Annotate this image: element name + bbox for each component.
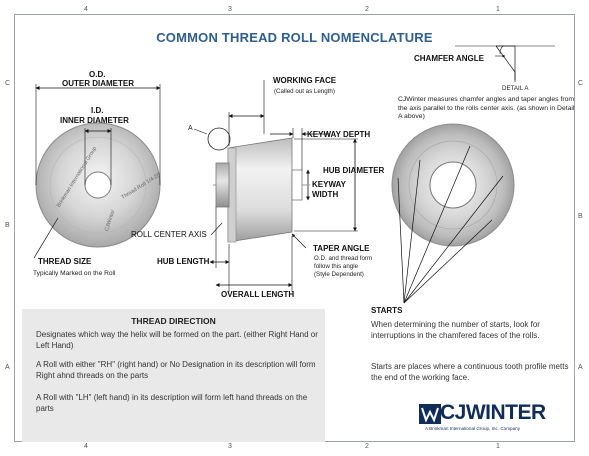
cjwinter-wordmark: CJWINTER: [440, 401, 546, 424]
thread-direction-heading: THREAD DIRECTION: [131, 316, 216, 326]
thread-size-label: THREAD SIZE: [38, 257, 92, 266]
zone-bottom-4: 4: [84, 443, 88, 450]
id-label-line1: I.D.: [91, 106, 104, 115]
diagram-title: COMMON THREAD ROLL NOMENCLATURE: [156, 30, 433, 45]
hub-diameter-label: HUB DIAMETER: [323, 166, 385, 175]
cjwinter-tagline: A Brinkman International Group, Inc. Com…: [425, 426, 520, 431]
starts-p1: When determining the number of starts, l…: [371, 320, 540, 340]
taper-angle-label: TAPER ANGLE: [313, 244, 370, 253]
cjwinter-logo-icon: [419, 404, 441, 424]
zone-bottom-3: 3: [228, 443, 232, 450]
chamfer-note: CJWinter measures chamfer angles and tap…: [398, 96, 575, 120]
zone-top-1: 1: [496, 6, 500, 13]
detail-a-drawing: [455, 45, 555, 82]
working-face-label: WORKING FACE: [273, 76, 337, 85]
zone-bottom-1: 1: [496, 443, 500, 450]
od-label-line2: OUTER DIAMETER: [62, 79, 134, 88]
thread-direction-panel: [22, 309, 325, 442]
keyway-width-label-1: KEYWAY: [312, 180, 346, 189]
roll-chamfer-view: [391, 123, 515, 304]
roll-side-view: [193, 80, 358, 292]
keyway-width-label-2: WIDTH: [312, 190, 339, 199]
thread-direction-p1: Designates which way the helix will be f…: [36, 330, 318, 350]
zone-right-c: C: [578, 80, 584, 87]
overall-length-label: OVERALL LENGTH: [221, 290, 295, 299]
zone-left-c: C: [5, 80, 11, 87]
starts-label: STARTS: [371, 306, 403, 315]
roll-end-view: [33, 84, 161, 259]
zone-right-a: A: [578, 364, 583, 371]
zone-top-4: 4: [84, 6, 88, 13]
detail-a-marker: A: [188, 125, 193, 132]
detail-a-label: DETAIL A: [502, 85, 529, 92]
taper-note-3: (Style Dependent): [314, 271, 364, 278]
taper-note-2: follow this angle: [314, 263, 359, 270]
working-face-note: (Called out as Length): [274, 88, 335, 95]
starts-p2: Starts are places where a continuous too…: [371, 362, 569, 382]
od-label-line1: O.D.: [89, 70, 106, 79]
zone-top-3: 3: [228, 6, 232, 13]
hub-length-label: HUB LENGTH: [157, 257, 210, 266]
taper-note-1: O.D. and thread form: [314, 255, 373, 262]
thread-size-note: Typically Marked on the Roll: [33, 270, 116, 277]
zone-right-b: B: [578, 213, 583, 220]
id-label-line2: INNER DIAMETER: [60, 116, 129, 125]
chamfer-angle-label: CHAMFER ANGLE: [414, 54, 484, 63]
zone-left-a: A: [5, 364, 10, 371]
thread-direction-p2: A Roll with either "RH" (right hand) or …: [36, 360, 316, 380]
thread-direction-p3: A Roll with "LH" (left hand) in its desc…: [36, 393, 308, 413]
keyway-depth-label: KEYWAY DEPTH: [307, 130, 371, 139]
zone-left-b: B: [5, 222, 10, 229]
zone-top-2: 2: [365, 6, 369, 13]
roll-center-axis-label: ROLL CENTER AXIS: [131, 230, 207, 239]
zone-bottom-2: 2: [365, 443, 369, 450]
